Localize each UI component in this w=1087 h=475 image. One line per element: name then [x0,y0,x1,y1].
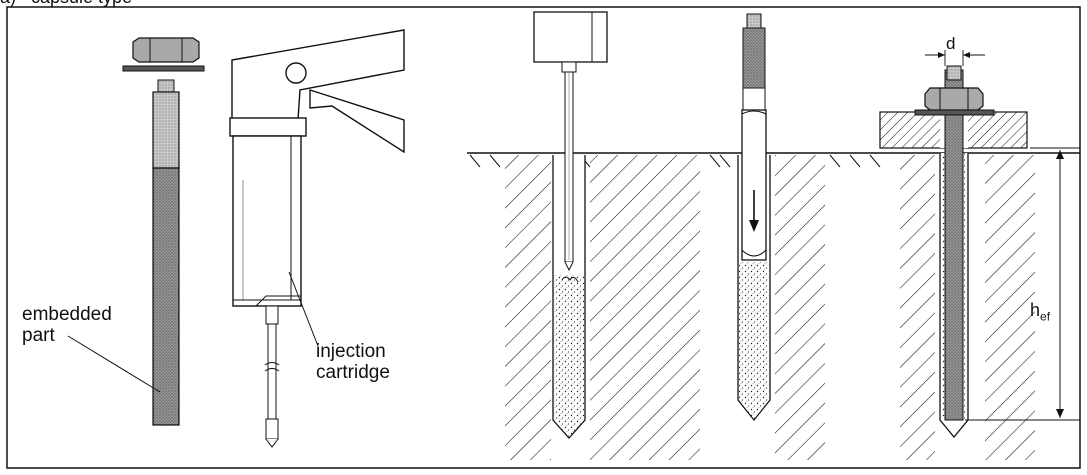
embedment-depth-sub: ef [1040,309,1051,324]
borehole-step-3 [879,50,1028,439]
figure-border [6,6,1081,469]
ground-section [467,152,1080,460]
borehole-step-2 [737,13,771,422]
diameter-label: d [946,34,956,53]
embedment-depth-main: h [1030,300,1041,320]
embedded-part-leader [67,335,161,393]
embedded-part-label: embedded part [22,304,112,346]
injection-tool [229,29,405,448]
injection-cartridge-label: injection cartridge [316,341,390,383]
embedment-depth-dimension [965,147,1080,421]
embedded-part-rod [122,37,205,426]
embedment-depth-label: hef [1030,300,1050,328]
injection-cartridge-leader [288,271,319,347]
figure-caption: a) capsule type [0,0,132,8]
borehole-step-1 [533,11,608,439]
